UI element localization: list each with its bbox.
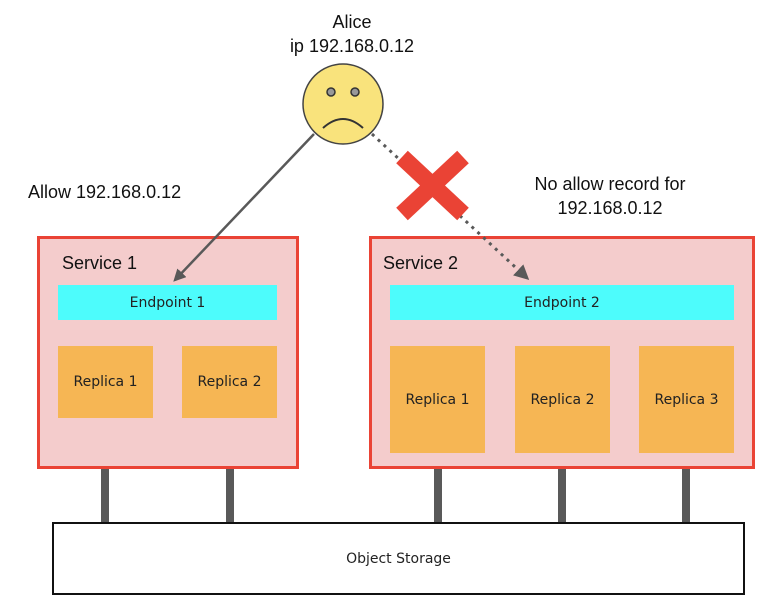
cross-icon [396, 150, 469, 221]
deny-note-line2: 192.168.0.12 [557, 198, 663, 218]
endpoint-1: Endpoint 1 [58, 285, 277, 320]
service-2-replica-3: Replica 3 [639, 346, 734, 453]
service-1-replica-2: Replica 2 [182, 346, 277, 418]
service-1-title: Service 1 [62, 253, 138, 273]
user-ip: ip 192.168.0.12 [289, 36, 415, 56]
endpoint-2: Endpoint 2 [390, 285, 734, 320]
deny-note: No allow record for 192.168.0.12 [490, 172, 730, 220]
object-storage: Object Storage [52, 522, 745, 595]
deny-note-line1: No allow record for [534, 174, 686, 194]
allow-note: Allow 192.168.0.12 [28, 182, 182, 202]
service-2-title: Service 2 [383, 253, 459, 273]
service-2-replica-2: Replica 2 [515, 346, 610, 453]
service-1-replica-1: Replica 1 [58, 346, 153, 418]
allow-arrow [173, 133, 315, 282]
sad-face-icon [302, 63, 384, 145]
user-name: Alice [332, 12, 372, 32]
service-2-replica-1: Replica 1 [390, 346, 485, 453]
